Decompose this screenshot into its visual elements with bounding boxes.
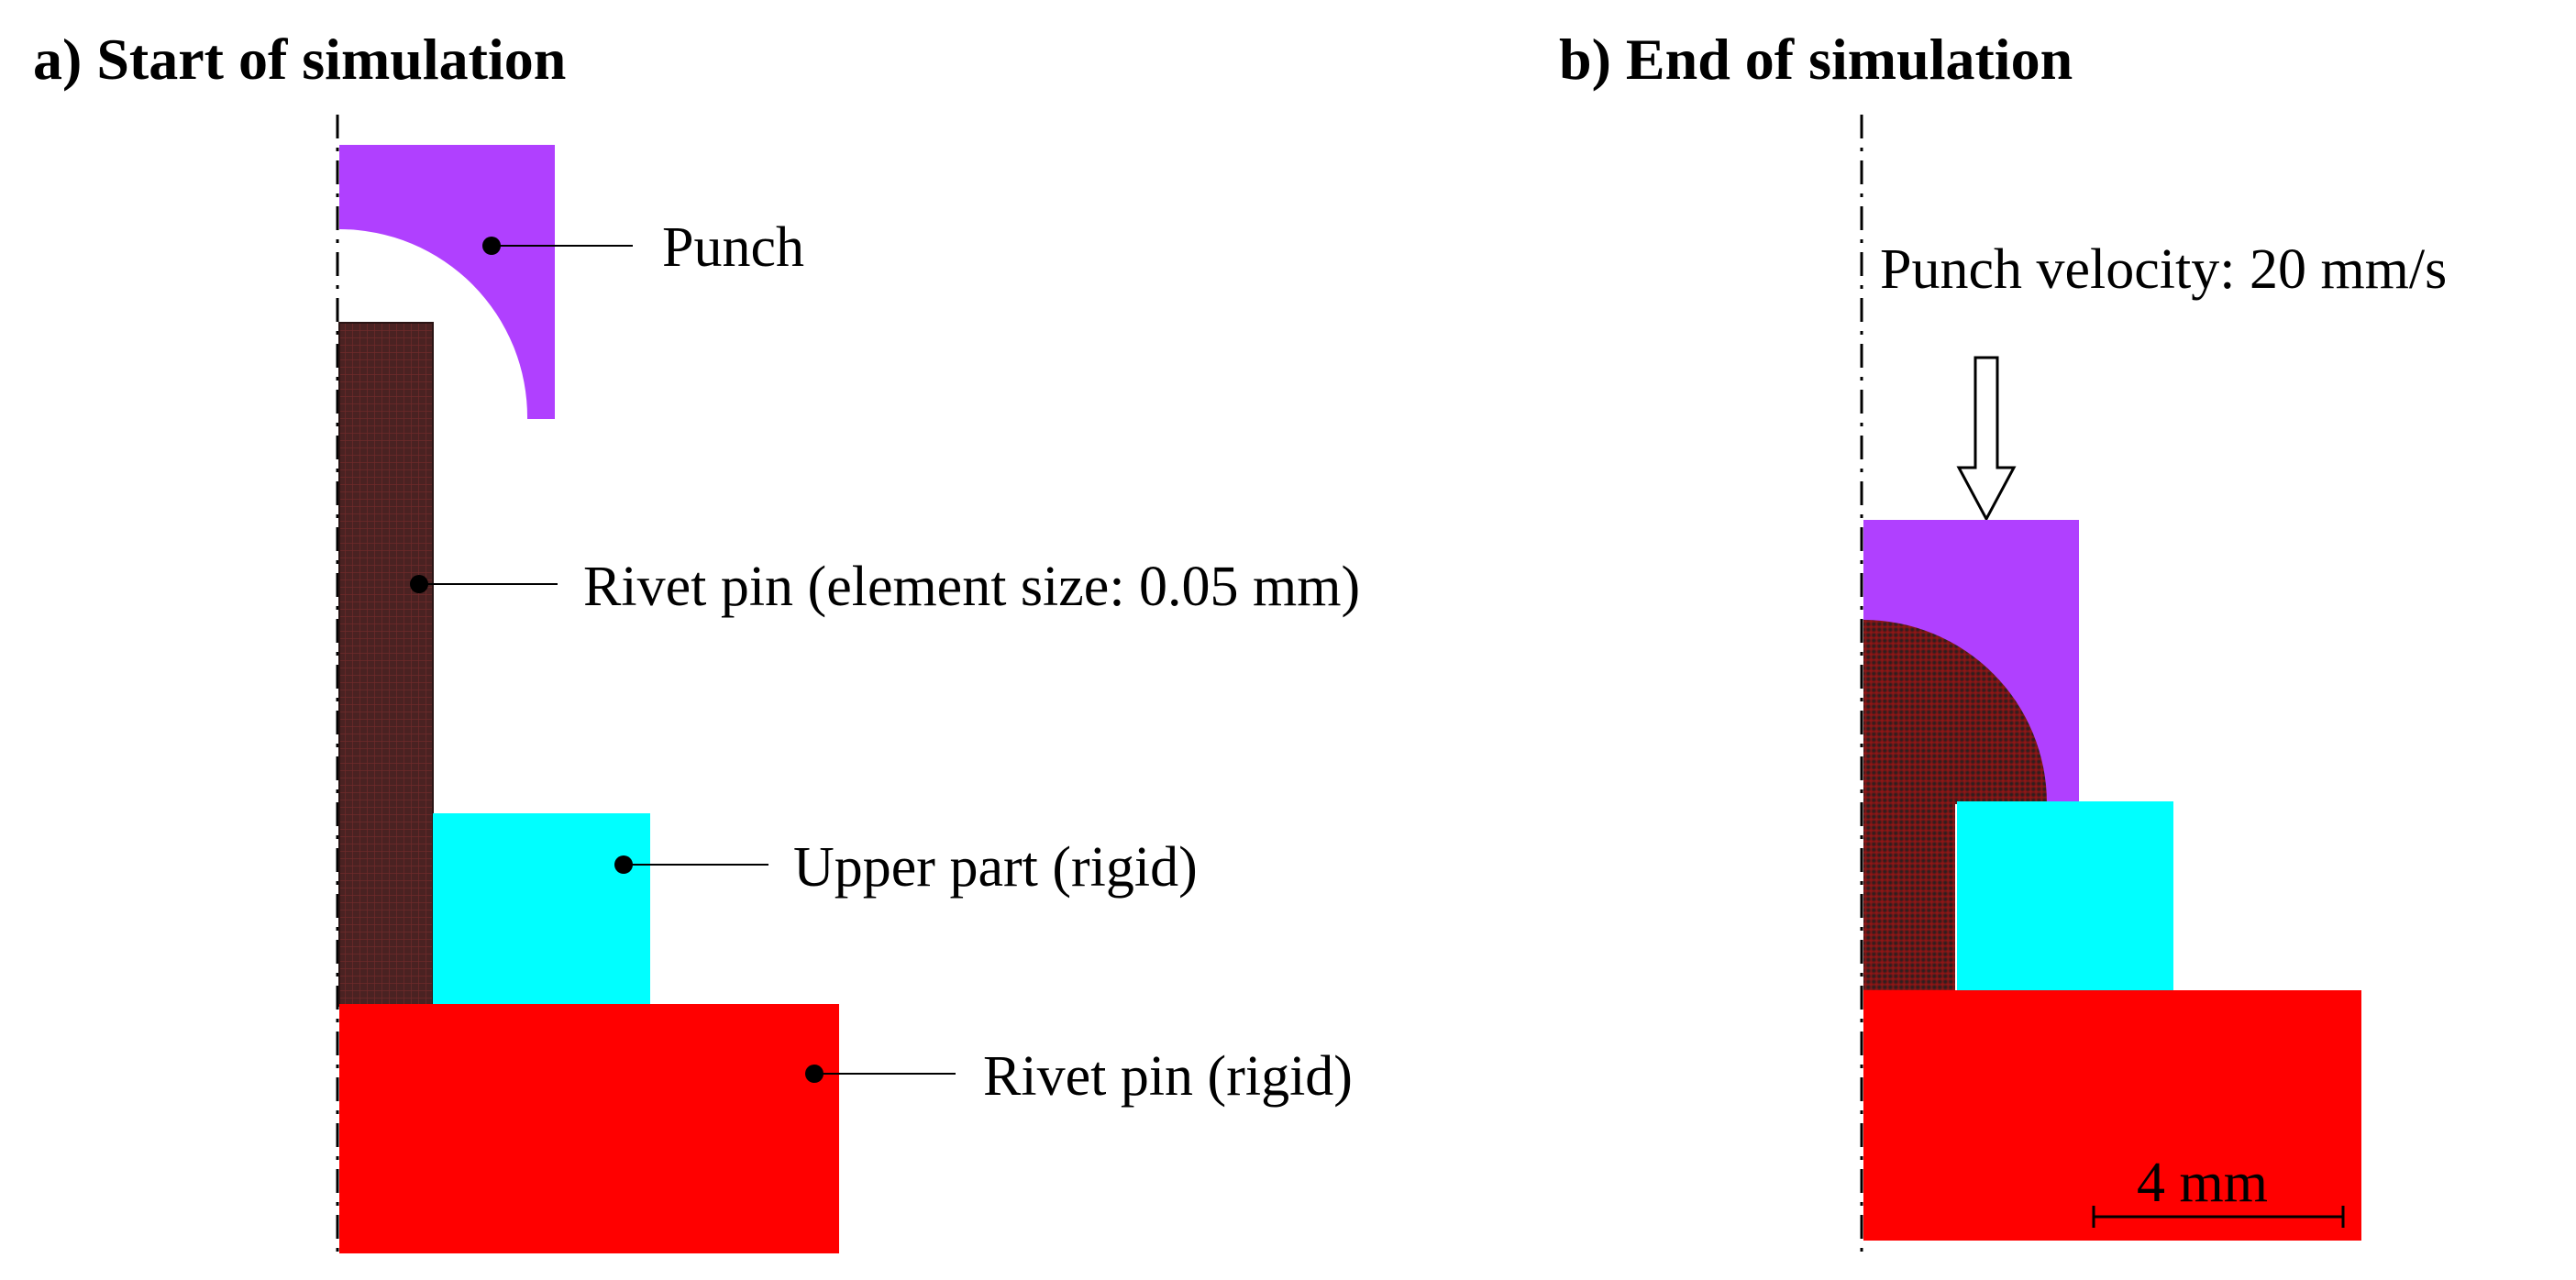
panel-end: b) End of simulation Punch velocity: 20 … <box>1559 27 2447 1261</box>
panel-start-title: a) Start of simulation <box>33 27 566 92</box>
punch-shape-start <box>339 145 555 419</box>
rivet-pin-rigid-end <box>1863 990 2361 1241</box>
callout-rivet-pin-rigid: Rivet pin (rigid) <box>805 1045 1353 1108</box>
upper-part-start <box>433 813 650 1006</box>
label-upper-part: Upper part (rigid) <box>793 836 1198 899</box>
velocity-arrow <box>1956 356 2017 523</box>
callout-rivet-pin: Rivet pin (element size: 0.05 mm) <box>410 556 1360 618</box>
label-rivet-pin-rigid: Rivet pin (rigid) <box>983 1045 1353 1108</box>
rivet-pin-mesh-start <box>338 322 434 1007</box>
panel-end-title: b) End of simulation <box>1559 27 2073 92</box>
callout-punch: Punch <box>482 216 804 279</box>
label-punch-velocity: Punch velocity: 20 mm/s <box>1880 238 2447 301</box>
deformed-rivet-pin-end <box>1863 620 2047 992</box>
rivet-pin-rigid-start <box>339 1004 839 1253</box>
callout-upper-part: Upper part (rigid) <box>614 836 1198 899</box>
label-rivet-pin: Rivet pin (element size: 0.05 mm) <box>583 556 1360 618</box>
upper-part-end <box>1957 801 2173 992</box>
panel-start: a) Start of simulation Punch Rivet pin (… <box>33 27 1360 1261</box>
scale-bar: 4 mm <box>2092 1152 2345 1228</box>
label-punch: Punch <box>662 216 804 279</box>
scale-bar-label: 4 mm <box>2137 1152 2268 1214</box>
